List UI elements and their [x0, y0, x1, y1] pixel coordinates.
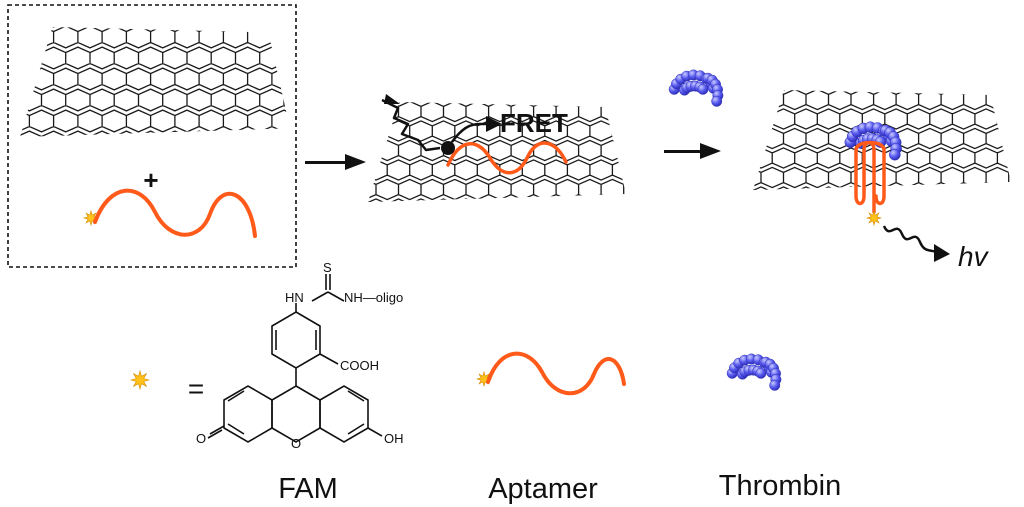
fret-arrow-head [486, 116, 502, 132]
fret-quench-zigzag [381, 98, 441, 152]
chem-o-ring: O [291, 436, 301, 451]
fret-label: FRET [500, 108, 568, 138]
arrow-step2-to-step3 [664, 143, 721, 159]
hv-label: hv [958, 241, 990, 272]
thrombin-legend [726, 353, 782, 391]
thrombin-label: Thrombin [719, 470, 842, 502]
chem-s: S [323, 260, 332, 275]
aptamer-wave-legend [486, 351, 626, 396]
arrow-step1-to-step2 [305, 154, 366, 170]
fam-structure [207, 274, 383, 443]
fret-arrow [450, 122, 490, 143]
graphene-sheet-1 [20, 27, 290, 137]
emission-arrow-head [934, 244, 950, 262]
graphene-sheet-3 [753, 90, 1011, 190]
fam-star-legend [129, 369, 151, 391]
chem-hn: HN [285, 290, 304, 305]
thrombin-free [668, 69, 724, 107]
aptamer-folded [854, 140, 886, 214]
aptamer-wave-2 [446, 141, 568, 175]
chem-oh: OH [384, 431, 404, 446]
step1-dashed-box [7, 4, 297, 268]
chem-cooh: COOH [340, 358, 379, 373]
aptamer-wave-1 [93, 188, 257, 238]
equals-sign: = [188, 373, 204, 404]
emission-wavy-arrow [882, 225, 939, 254]
fret-quench-zigzag-head [384, 94, 400, 104]
plus-sign: + [143, 165, 158, 195]
fam-label: FAM [278, 473, 338, 505]
fam-quenched-dot [441, 141, 455, 155]
fam-star-emitting [865, 209, 883, 227]
chem-o-ketone: O [196, 431, 206, 446]
aptamer-legend-group [475, 351, 626, 396]
aptamer-label: Aptamer [488, 473, 598, 505]
chem-nh-oligo: NH—oligo [344, 290, 403, 305]
graphene-sheet-2 [368, 102, 626, 202]
